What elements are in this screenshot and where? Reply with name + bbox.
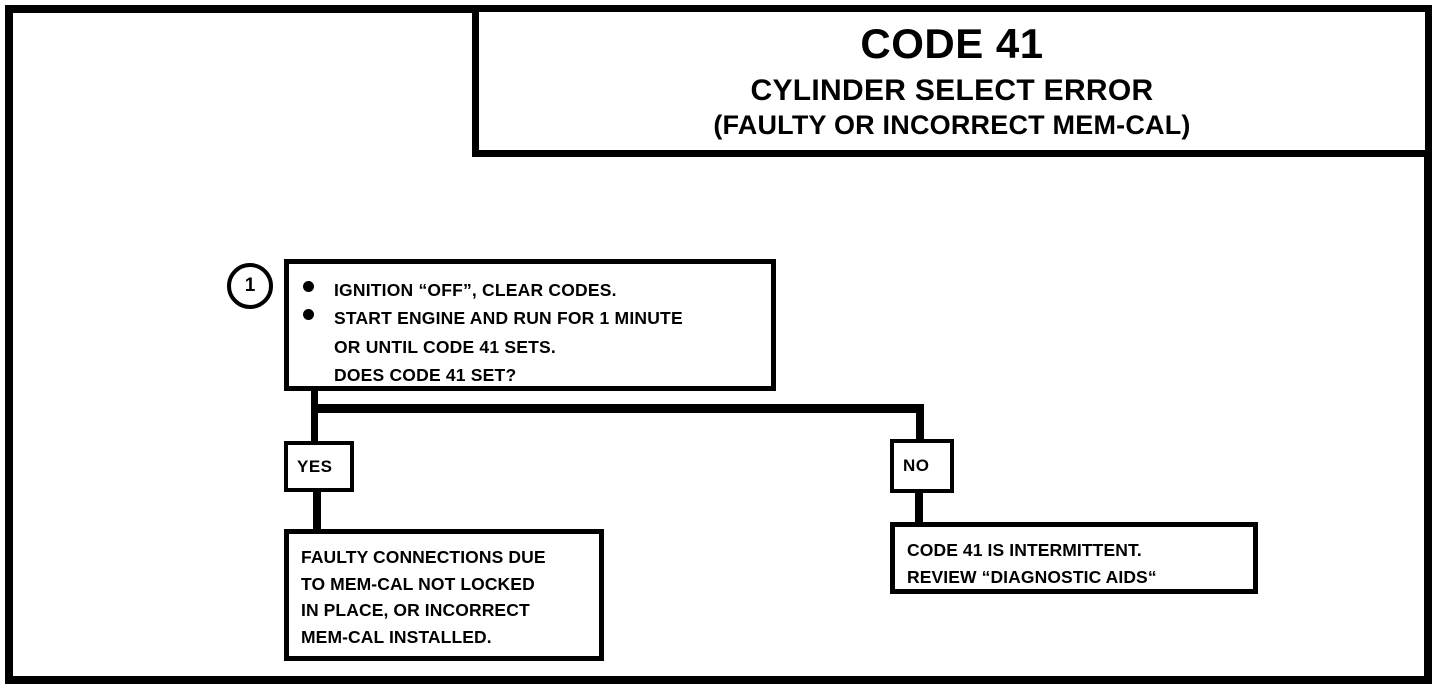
- result-text-line: REVIEW “DIAGNOSTIC AIDS“: [907, 566, 1157, 587]
- instruction-text: START ENGINE AND RUN FOR 1 MINUTE: [334, 308, 683, 329]
- bullet-icon: [303, 281, 314, 292]
- result-text-line: CODE 41 IS INTERMITTENT.: [907, 540, 1142, 560]
- instruction-line: START ENGINE AND RUN FOR 1 MINUTE: [303, 304, 761, 332]
- connector-yes-to-result: [313, 488, 321, 533]
- result-box-yes: FAULTY CONNECTIONS DUE TO MEM-CAL NOT LO…: [284, 529, 604, 661]
- instruction-line: IGNITION “OFF”, CLEAR CODES.: [303, 276, 761, 304]
- branch-label-no-text: NO: [903, 456, 930, 475]
- connector-to-yes: [311, 404, 318, 444]
- step-number-label: 1: [244, 275, 256, 296]
- instruction-line: OR UNTIL CODE 41 SETS.: [303, 333, 761, 361]
- page-border-bottom: [5, 676, 1432, 684]
- branch-label-no: NO: [890, 439, 954, 493]
- connector-step-to-branch: [311, 390, 318, 415]
- result-text-line: IN PLACE, OR INCORRECT: [301, 600, 530, 621]
- branch-label-yes-text: YES: [297, 456, 333, 476]
- fault-note-subtitle: (FAULTY OR INCORRECT MEM-CAL): [713, 109, 1191, 140]
- step-number-badge: 1: [227, 263, 273, 309]
- instruction-text: OR UNTIL CODE 41 SETS.: [334, 336, 556, 357]
- bullet-icon: [303, 309, 314, 321]
- fault-name-subtitle: CYLINDER SELECT ERROR: [750, 74, 1154, 108]
- page-title: CODE 41: [860, 20, 1044, 67]
- result-box-no: CODE 41 IS INTERMITTENT. REVIEW “DIAGNOS…: [890, 522, 1258, 594]
- connector-branch-horizontal: [311, 404, 923, 413]
- instruction-text: DOES CODE 41 SET?: [334, 365, 517, 386]
- page-border-left: [5, 5, 13, 684]
- result-text-line: MEM-CAL INSTALLED.: [301, 626, 492, 647]
- step-1-instruction-box: IGNITION “OFF”, CLEAR CODES. START ENGIN…: [284, 259, 776, 391]
- branch-label-yes: YES: [284, 441, 354, 492]
- result-text-line: TO MEM-CAL NOT LOCKED: [301, 573, 535, 594]
- instruction-text: IGNITION “OFF”, CLEAR CODES.: [334, 280, 617, 300]
- title-block: CODE 41 CYLINDER SELECT ERROR (FAULTY OR…: [472, 5, 1432, 157]
- page-border-right: [1424, 5, 1432, 684]
- result-text-line: FAULTY CONNECTIONS DUE: [301, 547, 546, 567]
- instruction-line: DOES CODE 41 SET?: [303, 361, 761, 389]
- connector-no-to-result: [915, 490, 923, 526]
- connector-to-no: [916, 404, 924, 442]
